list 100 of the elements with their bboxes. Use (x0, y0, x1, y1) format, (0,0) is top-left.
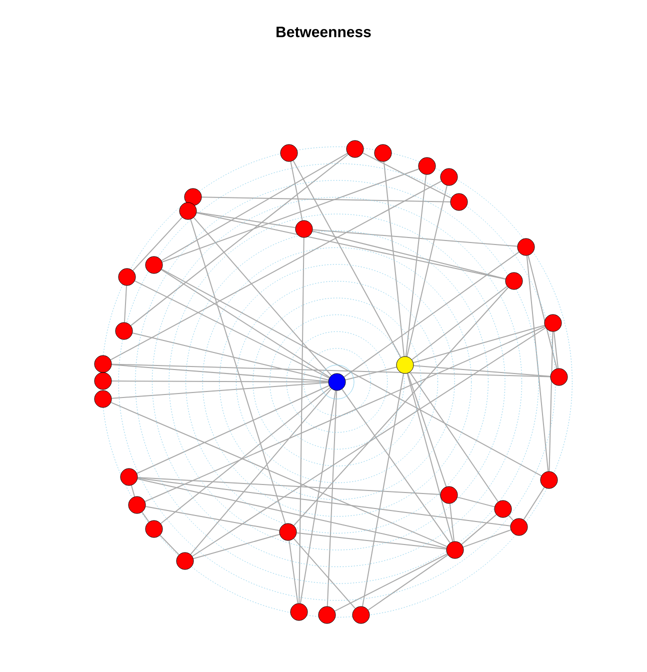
network-node (346, 140, 364, 158)
network-edge (334, 553, 448, 612)
network-edge (196, 212, 296, 228)
network-edge (362, 373, 404, 607)
network-node (176, 552, 194, 570)
network-node (115, 322, 133, 340)
network-edge (124, 285, 128, 323)
network-node (510, 518, 528, 536)
network-edge (196, 212, 506, 280)
network-node (145, 520, 163, 538)
network-edge (111, 382, 329, 399)
network-edge (344, 252, 520, 378)
network-node (328, 373, 346, 391)
network-node (94, 355, 112, 373)
network-node (94, 390, 112, 408)
network-edge (296, 532, 447, 550)
network-edge (130, 484, 136, 498)
network-node (184, 188, 202, 206)
title: Betweenness (276, 26, 371, 38)
network-edge (111, 364, 329, 382)
network-edge (136, 385, 330, 474)
network-node (418, 157, 436, 175)
network-node (295, 220, 313, 238)
network-node (540, 471, 558, 489)
network-edge (548, 331, 554, 472)
network-edge (412, 324, 546, 364)
network-edge (312, 230, 506, 280)
network-edge (413, 365, 551, 377)
network-edge (161, 152, 348, 262)
network-edge (523, 486, 545, 520)
network-edge (110, 180, 442, 360)
network-edge (162, 168, 420, 263)
network-edge (132, 216, 183, 272)
network-edge (290, 161, 303, 221)
network-edge (407, 372, 447, 488)
network-node (450, 193, 468, 211)
network-edge (293, 287, 509, 526)
network-edge (130, 154, 349, 326)
network-edge (142, 512, 150, 522)
network-edge (137, 478, 511, 526)
network-edge (342, 388, 450, 544)
network-edge (160, 534, 180, 556)
network-edge (160, 269, 330, 378)
network-node (440, 486, 458, 504)
network-edge (406, 185, 448, 357)
network-edge (312, 229, 518, 247)
network-node (279, 523, 297, 541)
network-edge (405, 174, 427, 357)
network-edge (300, 390, 336, 604)
network-edge (134, 280, 330, 379)
network-edge (456, 496, 496, 508)
network-node (517, 238, 535, 256)
network-node (440, 168, 458, 186)
network-node (318, 606, 336, 624)
network-edge (161, 268, 542, 476)
network-edge (110, 402, 448, 548)
network-edge (160, 386, 331, 524)
network-node (352, 606, 370, 624)
network-edge (528, 254, 558, 370)
network-edge (368, 554, 448, 611)
network-node (446, 541, 464, 559)
network-node (544, 314, 562, 332)
network-edge (461, 514, 497, 545)
network-node (374, 144, 392, 162)
network-edge (406, 372, 454, 542)
network-edge (362, 152, 452, 199)
network-node (145, 256, 163, 274)
network-edge (145, 506, 280, 531)
network-node (505, 272, 523, 290)
network-node (118, 268, 136, 286)
network-edge (201, 196, 451, 202)
network-edge (293, 538, 356, 609)
network-edge (508, 515, 514, 521)
network-edge (409, 372, 499, 502)
network-edge (192, 534, 280, 560)
network-edge (111, 364, 551, 378)
network-edge (193, 217, 332, 376)
network-edge (449, 503, 455, 542)
network-edge (553, 331, 559, 369)
network-node (128, 496, 146, 514)
network-node (120, 468, 138, 486)
network-edge (144, 326, 546, 502)
network-edge (292, 160, 402, 358)
network-edge (190, 388, 332, 555)
network-edge (526, 255, 549, 472)
network-edge (411, 286, 508, 360)
network-edge (298, 237, 304, 604)
network-edge (132, 332, 329, 380)
network-node (550, 368, 568, 386)
network-edge (190, 218, 286, 524)
network-node (396, 356, 414, 374)
network-edge (383, 161, 405, 357)
network-edge (137, 478, 447, 549)
network-edge (192, 327, 546, 557)
network-edge (344, 366, 397, 380)
network-edge (288, 540, 298, 604)
network-edge (137, 477, 441, 495)
network-node (494, 500, 512, 518)
network-node (290, 603, 308, 621)
network-edge (111, 380, 329, 382)
